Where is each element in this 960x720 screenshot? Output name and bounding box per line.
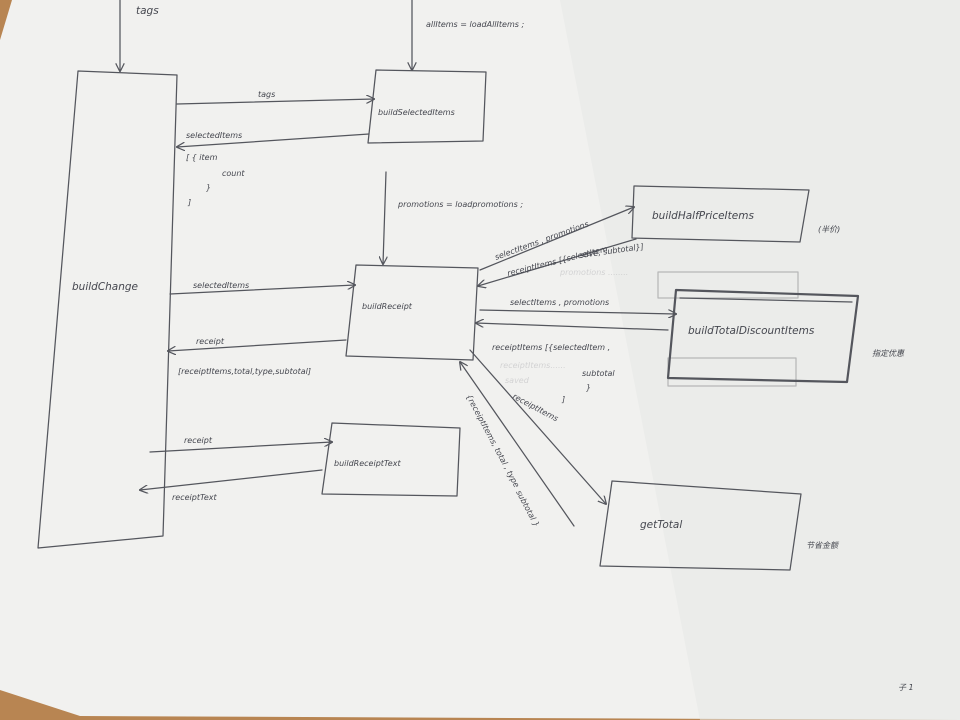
label-build-half-price-items: buildHalfPriceItems xyxy=(652,210,754,222)
box-build-receipt-text xyxy=(321,422,461,497)
paper-shadow xyxy=(560,0,960,720)
arrow-selected-items-return xyxy=(177,133,370,147)
svg-text:promotions ........: promotions ........ xyxy=(559,268,628,277)
box-double-line xyxy=(679,297,853,303)
label-build-change: buildChange xyxy=(72,281,138,293)
note-get-total: 节省金额 xyxy=(806,541,840,550)
box-build-selected-items xyxy=(367,69,487,144)
text-total-discount-out-2: subtotal xyxy=(582,369,615,378)
text-receipt-return: receipt xyxy=(196,337,225,346)
arrow-total-discount-in xyxy=(479,309,676,314)
text-selected-items-to-receipt: selectedItems xyxy=(193,281,249,290)
text-promotions: promotions = loadpromotions ; xyxy=(397,200,523,209)
text-total-discount-out-4: ] xyxy=(561,395,565,404)
text-receipt-to-text: receipt xyxy=(184,436,213,445)
text-total-discount-out-1: receiptItems [{selectedItem , xyxy=(492,343,610,352)
text-all-items: allItems = loadAllItems ; xyxy=(426,20,524,29)
text-receipt-struct: [receiptItems,total,type,subtotal] xyxy=(178,367,311,376)
label-build-receipt: buildReceipt xyxy=(362,302,413,311)
label-build-selected-items: buildSelectedItems xyxy=(378,108,455,117)
box-build-change xyxy=(37,70,178,549)
text-tags-top: tags xyxy=(136,5,159,17)
svg-text:receiptItems......: receiptItems...... xyxy=(500,361,566,370)
box-get-total xyxy=(599,480,802,571)
note-total-discount: 指定优惠 xyxy=(872,349,905,358)
svg-text:saved: saved xyxy=(505,376,530,385)
text-total-discount-out-3: } xyxy=(586,383,591,392)
arrow-half-price-in xyxy=(479,207,634,271)
arrow-get-total-out xyxy=(460,362,575,527)
struct-line-3: } xyxy=(206,183,211,192)
arrow-get-total-in xyxy=(469,349,606,504)
struct-line-1: [ { item xyxy=(186,153,218,162)
arrow-receipt-return xyxy=(168,339,347,351)
box-build-receipt xyxy=(345,264,479,361)
box-build-total-discount-items xyxy=(666,288,860,384)
arrow-tags xyxy=(176,99,374,105)
page-mark: 子 1 xyxy=(898,683,914,692)
struct-line-4: ] xyxy=(187,198,191,207)
arrow-total-discount-out xyxy=(476,323,669,331)
arrow-receipt-text-return xyxy=(140,469,323,490)
label-get-total: getTotal xyxy=(640,519,682,531)
label-build-receipt-text: buildReceiptText xyxy=(334,459,401,468)
note-half-price: (半价) xyxy=(818,225,840,234)
arrow-selected-items-to-receipt xyxy=(169,285,355,295)
label-build-total-discount-items: buildTotalDiscountItems xyxy=(688,325,815,337)
text-tags-arrow: tags xyxy=(258,90,275,99)
arrow-receipt-to-text xyxy=(149,442,332,453)
text-receipt-text-return: receiptText xyxy=(172,493,218,502)
text-total-discount-in: selectItems , promotions xyxy=(510,298,609,307)
arrow-promotions xyxy=(383,171,386,264)
box-build-half-price-items xyxy=(631,185,810,243)
struct-line-2: count xyxy=(222,169,245,178)
arrow-half-price-out xyxy=(478,238,637,286)
text-selected-items-return: selectedItems xyxy=(186,131,242,140)
